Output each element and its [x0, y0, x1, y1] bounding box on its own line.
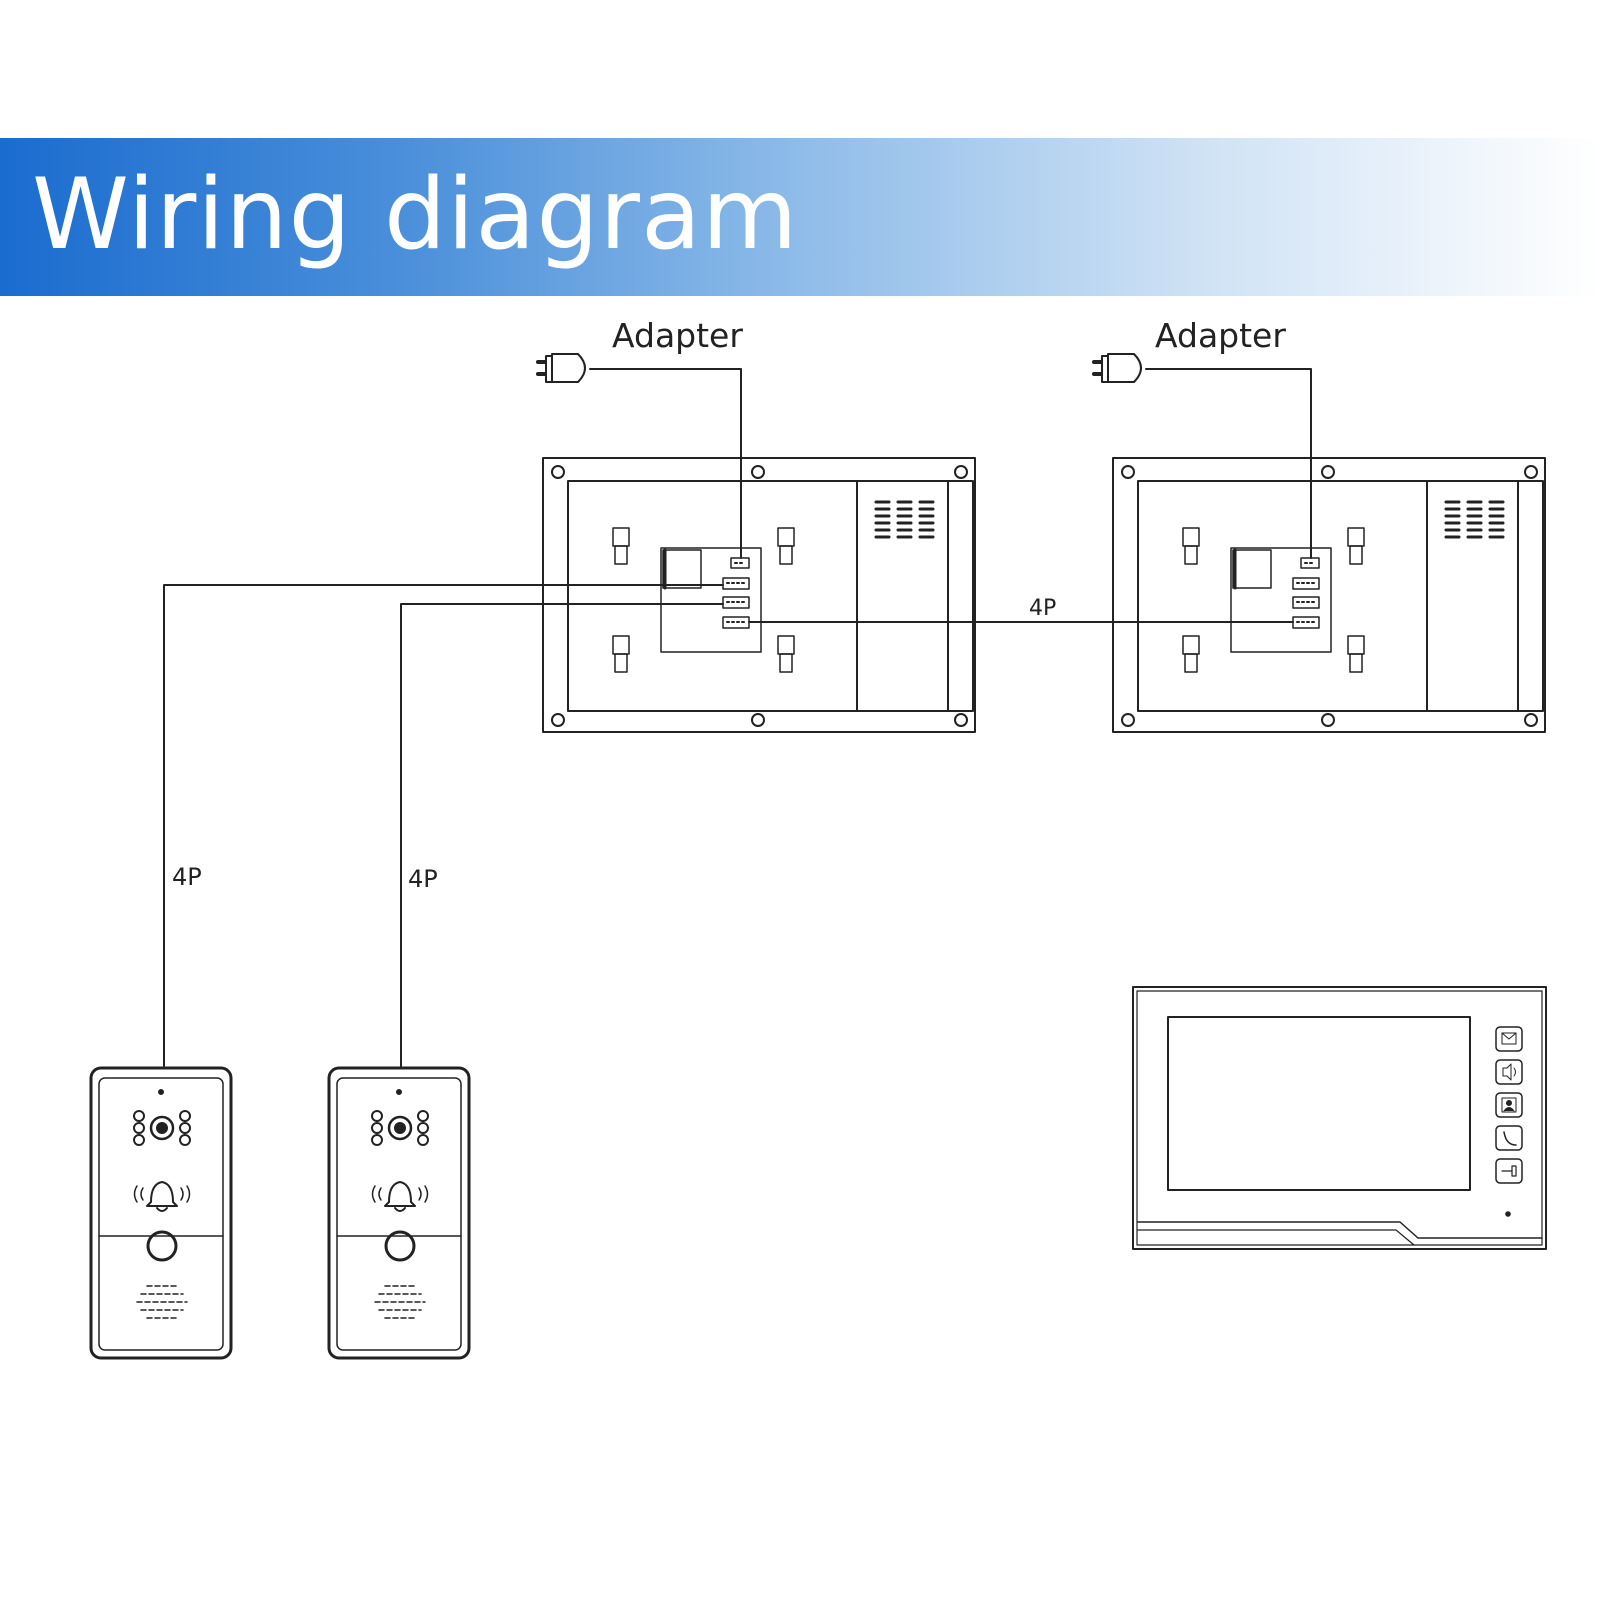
talk-button-icon — [1495, 1125, 1523, 1151]
indoor-monitor-back-1 — [541, 456, 977, 734]
message-button-icon — [1495, 1026, 1523, 1052]
wire-label-doorbell-1: 4P — [172, 863, 202, 891]
title-banner — [0, 138, 1601, 296]
monitor-button-icon — [1495, 1092, 1523, 1118]
wire-label-doorbell-2: 4P — [408, 865, 438, 893]
wire-doorbell-2 — [400, 603, 724, 1067]
wire-doorbell-1 — [163, 584, 724, 1067]
wire-label-monitor-link: 4P — [1029, 596, 1056, 621]
adapter-wire-1 — [589, 368, 742, 559]
indoor-monitor-back-2 — [1111, 456, 1547, 734]
unlock-button-icon — [1495, 1158, 1523, 1184]
indoor-monitor-front — [1132, 986, 1547, 1250]
power-plug-1-icon — [536, 352, 587, 384]
power-plug-2-icon — [1092, 352, 1143, 384]
doorbell-camera-2 — [327, 1066, 471, 1360]
adapter-wire-2 — [1145, 368, 1312, 559]
adapter-label-1: Adapter — [612, 316, 743, 355]
page-title: Wiring diagram — [32, 158, 799, 272]
volume-button-icon — [1495, 1059, 1523, 1085]
doorbell-camera-1 — [89, 1066, 233, 1360]
adapter-label-2: Adapter — [1155, 316, 1286, 355]
